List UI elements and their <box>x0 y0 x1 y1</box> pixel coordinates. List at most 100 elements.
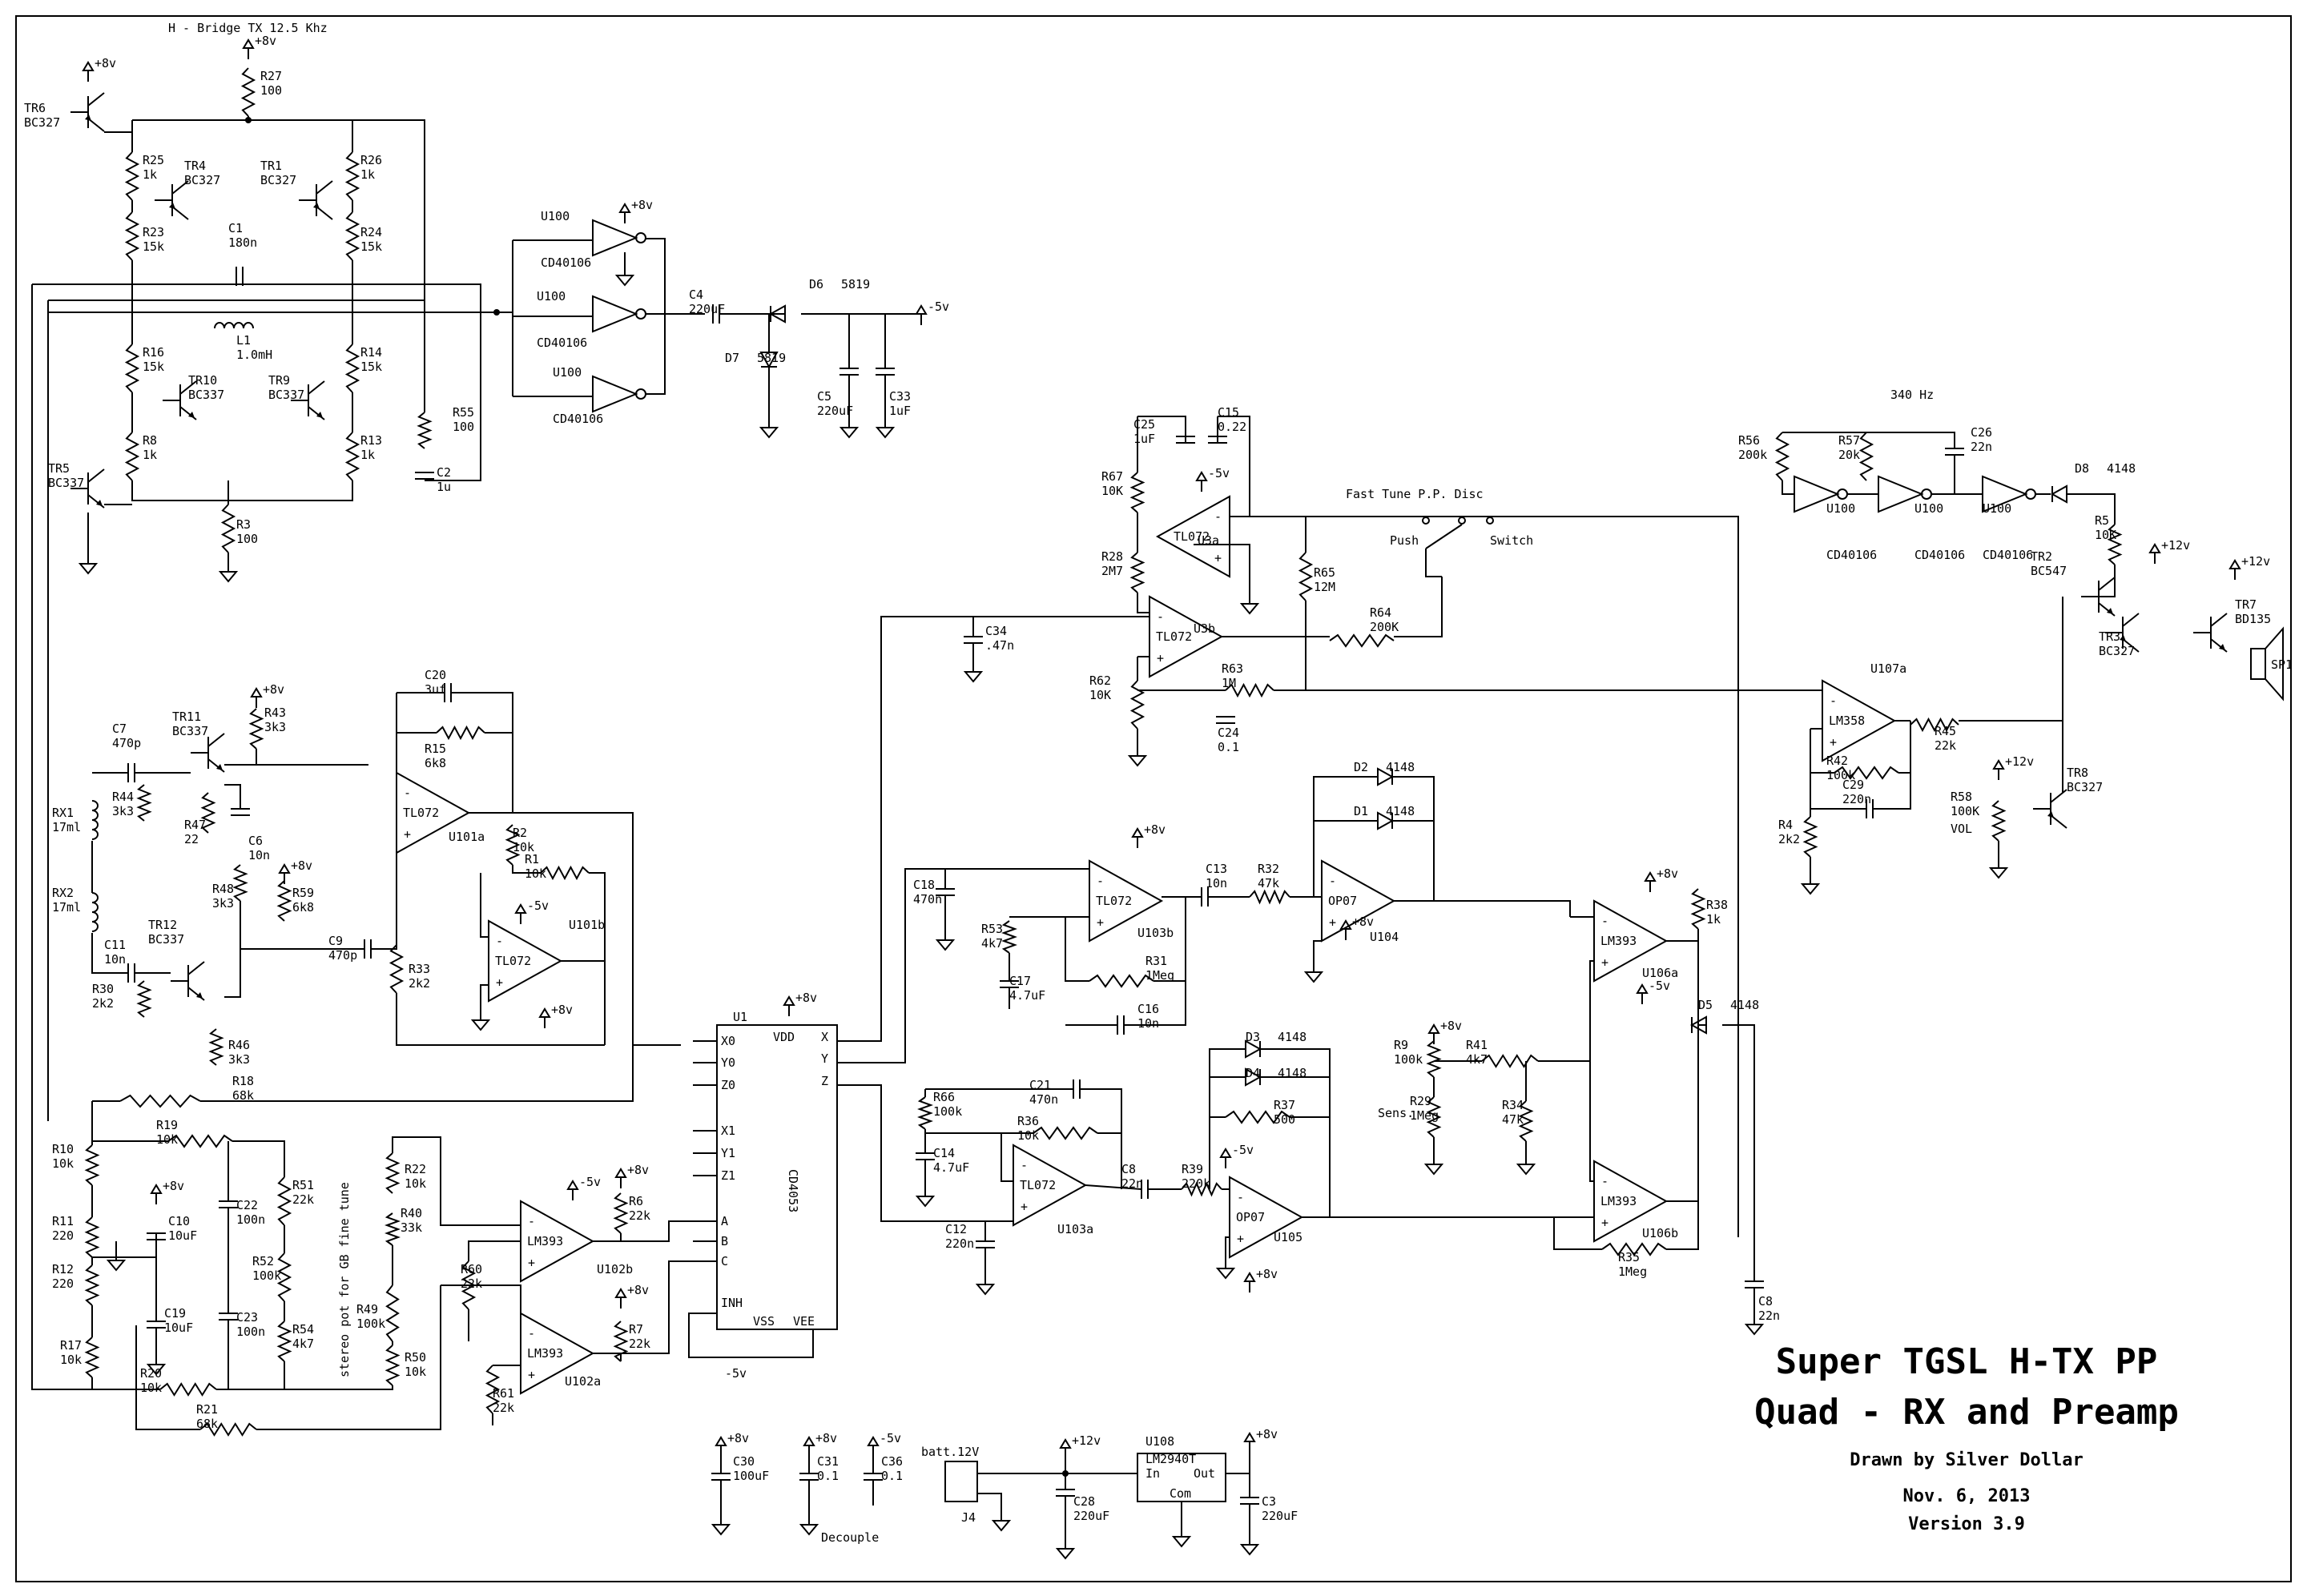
svg-text:-: - <box>1329 874 1336 888</box>
transistor <box>2193 613 2228 653</box>
resistor-value: 1k <box>143 167 157 182</box>
op-amp: -+ <box>1593 899 1669 983</box>
transistor-part: BC337 <box>188 388 224 402</box>
transistor <box>163 380 197 420</box>
resistor-ref: R32 <box>1258 862 1279 876</box>
wire <box>837 868 1081 1063</box>
resistor-ref: R5 <box>2095 513 2109 528</box>
op-amp: -+ <box>1155 495 1230 578</box>
regulator-out: Out <box>1194 1466 1215 1481</box>
transistor-part: BC337 <box>48 476 84 490</box>
vol-label: VOL <box>1951 822 1972 836</box>
transistor-part: BC327 <box>24 115 60 130</box>
ground-symbol <box>1171 1526 1192 1548</box>
resistor-ref: R9 <box>1394 1038 1408 1052</box>
transistor <box>2105 613 2140 653</box>
transistor-part: BC337 <box>172 724 208 738</box>
diode <box>759 352 779 369</box>
wire <box>688 1313 814 1358</box>
resistor <box>276 1321 292 1362</box>
resistor-ref: R37 <box>1274 1098 1295 1112</box>
resistor-ref: R23 <box>143 225 164 239</box>
supply-rail <box>715 1436 727 1457</box>
speaker-ref: SP1 <box>2271 657 2293 672</box>
diode <box>1377 811 1395 830</box>
ground-symbol <box>1127 745 1148 767</box>
op-amp-part: LM393 <box>1600 934 1637 948</box>
voltage-regulator <box>1137 1453 1226 1502</box>
resistor-ref: R33 <box>409 962 430 976</box>
supply-rail <box>1644 871 1657 892</box>
capacitor-value: 470p <box>328 948 357 963</box>
svg-text:-: - <box>1237 1190 1244 1204</box>
schmitt-inverter <box>592 219 646 257</box>
ground-symbol <box>1303 961 1324 983</box>
resistor-ref: R25 <box>143 153 164 167</box>
supply-rail <box>1131 827 1144 848</box>
wire <box>1209 1048 1246 1189</box>
wire <box>493 1365 521 1373</box>
resistor-ref: R60 <box>461 1262 482 1276</box>
capacitor-ref: C26 <box>1971 425 1992 440</box>
sens-label: Sens. <box>1378 1106 1414 1120</box>
supply-rail-label: +8v <box>631 198 653 212</box>
resistor <box>248 708 264 750</box>
wire <box>1394 577 1443 637</box>
svg-text:+: + <box>404 827 411 842</box>
wire <box>91 933 128 974</box>
resistor-value: 100k <box>252 1268 281 1283</box>
wire <box>1218 416 1250 517</box>
capacitor-value: 220n <box>1842 792 1871 806</box>
capacitor <box>236 267 244 286</box>
resistor-value: 22k <box>629 1337 650 1351</box>
capacitor-value: 22n <box>1121 1176 1143 1191</box>
capacitor-ref: C17 <box>1009 974 1031 988</box>
resistor-value: 2k2 <box>92 996 114 1011</box>
resistor-value: 1M <box>1222 676 1236 690</box>
op-amp: -+ <box>1013 1144 1088 1227</box>
capacitor-ref: C19 <box>164 1306 186 1321</box>
battery-connector <box>944 1461 978 1502</box>
resistor-value: 22k <box>493 1401 514 1415</box>
capacitor-ref: C9 <box>328 934 343 948</box>
resistor-ref: R51 <box>292 1178 314 1192</box>
supply-rail <box>1992 759 2005 780</box>
capacitor <box>839 368 859 376</box>
capacitor-value: 10uF <box>168 1228 197 1243</box>
resistor-ref: R52 <box>252 1254 274 1268</box>
capacitor-ref: C22 <box>236 1198 258 1212</box>
resistor <box>505 824 521 866</box>
resistor-value: 1k <box>360 167 375 182</box>
resistor <box>167 1134 233 1148</box>
resistor <box>1991 800 2007 842</box>
resistor-value: 200K <box>1370 620 1399 634</box>
transistor-ref: TR7 <box>2235 597 2257 612</box>
ground-symbol <box>146 1353 167 1376</box>
capacitor <box>147 1321 166 1329</box>
resistor <box>1001 920 1017 954</box>
supply-rail <box>2228 559 2241 580</box>
diode <box>768 304 786 324</box>
drawing-version: Version 3.9 <box>1908 1514 2025 1534</box>
resistor-ref: R31 <box>1145 954 1167 968</box>
op-amp-ref: U105 <box>1274 1230 1302 1244</box>
capacitor <box>415 472 434 480</box>
transistor-part: BC327 <box>2067 780 2103 794</box>
supply-rail-label: +8v <box>1256 1267 1278 1281</box>
supply-rail <box>1243 1432 1256 1453</box>
resistor <box>613 1192 629 1234</box>
ground-symbol <box>711 1514 731 1536</box>
capacitor-value: 3uf <box>425 682 446 697</box>
supply-rail-label: +8v <box>627 1163 649 1177</box>
op-amp-part: OP07 <box>1328 894 1357 908</box>
transistor-part: BC337 <box>268 388 304 402</box>
mux-vdd-pin: VDD <box>773 1030 795 1044</box>
op-amp-part: TL072 <box>1096 894 1132 908</box>
supply-rail-label: -5v <box>880 1431 901 1445</box>
capacitor <box>219 1313 238 1321</box>
resistor-value: 10K <box>2095 528 2116 542</box>
resistor-value: 2k2 <box>409 976 430 991</box>
transistor <box>155 180 189 220</box>
capacitor-ref: C10 <box>168 1214 190 1228</box>
svg-text:-: - <box>528 1326 535 1341</box>
